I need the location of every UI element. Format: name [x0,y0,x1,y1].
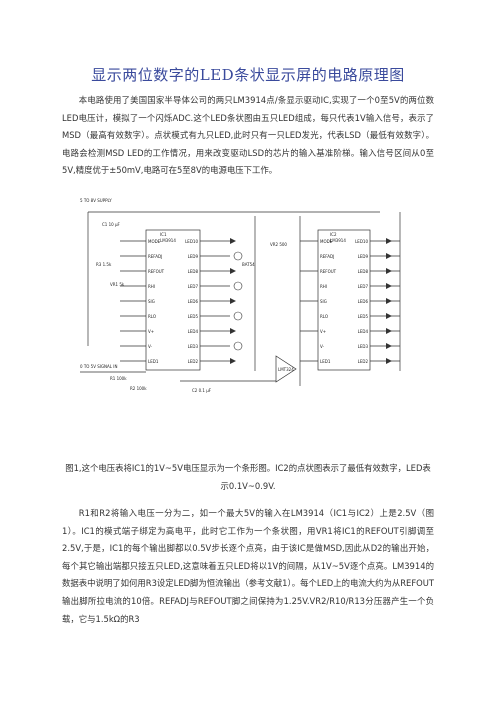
ic1-pin-led7: LED7 [188,284,199,289]
ic2-pin-v: V+ [320,329,326,334]
diode-bat54-1-icon [233,251,243,261]
led-d19-icon [386,358,392,364]
led-d6-icon [230,298,236,304]
ic2-pin-led2: LED2 [358,359,369,364]
supply-label: 5 TO 8V SUPPLY [80,198,112,203]
ic2-pin-v: V- [320,344,325,349]
ic1-pin-led10: LED10 [185,239,198,244]
ic1-pin-led5: LED5 [188,314,199,319]
vr1-label: VR1 5k [110,282,125,287]
ic1-pin-refadj: REFADJ [148,254,162,259]
ic1-pin-v: V- [148,344,153,349]
led-d17-icon [386,328,392,334]
ic2-pin-led3: LED3 [358,344,369,349]
ic2-pin-led10: LED10 [355,239,368,244]
ic2-pin-led7: LED7 [358,284,369,289]
ic2-pin-led1: LED1 [320,359,331,364]
ic2-pin-refadj: REFADJ [320,254,334,259]
input-label: 0 TO 5V SIGNAL IN [80,364,117,369]
led-d2-icon [230,238,236,244]
ic1-pin-led8: LED8 [188,269,199,274]
ic1-name: IC1 [160,232,167,237]
ic1-pin-led6: LED6 [188,299,199,304]
ic1-part: LM3914 [160,238,176,243]
led-d12-icon [386,253,392,259]
ic2-pin-mode: MODE [320,239,333,244]
ic2-pin-led6: LED6 [358,299,369,304]
ic1-pin-led4: LED4 [188,329,199,334]
ic1-pin-led2: LED2 [188,359,199,364]
figure-caption: 图1,这个电压表将IC1的1V~5V电压显示为一个条形图。IC2的点状图表示了最… [65,463,431,491]
opamp-label: LMT324 [278,367,294,372]
ic1-pin-refout: REFOUT [148,269,165,274]
vr2-label: VR2 500 [270,242,287,247]
ic2-pin-led8: LED8 [358,269,369,274]
ic2-pin-led5: LED5 [358,314,369,319]
c1-label: C1 10 μF [102,222,121,227]
diode-label: BAT54 [242,262,255,267]
r2-label: R2 100k [130,386,147,391]
led-d11-icon [386,238,392,244]
led-d16-icon [386,313,392,319]
ic2-pin-rhi: RHI [320,284,327,289]
ic1-pin-led1: LED1 [148,359,159,364]
intro-paragraph: 本电路使用了美国国家半导体公司的两只LM3914点/条显示驱动IC,实现了一个0… [62,95,434,176]
diode-bat54-4-icon [233,341,243,351]
page-title: 显示两位数字的LED条状显示屏的电路原理图 [91,66,405,84]
opamp-symbol [275,355,297,383]
circuit-schematic: 5 TO 8V SUPPLY 0 TO 5V SIGNAL IN IC1 LM3… [80,198,401,393]
ic2-pin-sig: SIG [320,299,327,304]
ic2-pin-rlo: RLO [320,314,328,319]
led-d8-icon [230,328,236,334]
ic1-pin-led9: LED9 [188,254,199,259]
ic2-part: LM3914 [330,238,346,243]
r3-label: R3 1.5k [96,262,112,267]
led-d18-icon [386,343,392,349]
ic1-pin-mode: MODE [148,239,161,244]
ic2-pin-led9: LED9 [358,254,369,259]
led-d10-icon [230,358,236,364]
c2-label: C2 0.1 μF [192,388,212,393]
r1-label: R1 100k [110,376,127,381]
ic2-name: IC2 [330,232,337,237]
led-d4-icon [230,268,236,274]
ic1-pin-v: V+ [148,329,154,334]
ic2-pin-led4: LED4 [358,329,369,334]
led-d13-icon [386,268,392,274]
diode-bat54-2-icon [233,281,243,291]
ic1-pin-rlo: RLO [148,314,156,319]
ic1-pin-led3: LED3 [188,344,199,349]
ic1-pin-sig: SIG [148,299,155,304]
body-paragraph: R1和R2将输入电压一分为二，如一个最大5V的输入在LM3914（IC1与IC2… [62,508,434,624]
diode-bat54-3-icon [233,311,243,321]
ic1-box [145,229,201,371]
ic2-box [317,229,371,371]
ic1-pin-rhi: RHI [148,284,155,289]
led-d14-icon [386,283,392,289]
ic2-pin-refout: REFOUT [320,269,337,274]
led-d15-icon [386,298,392,304]
